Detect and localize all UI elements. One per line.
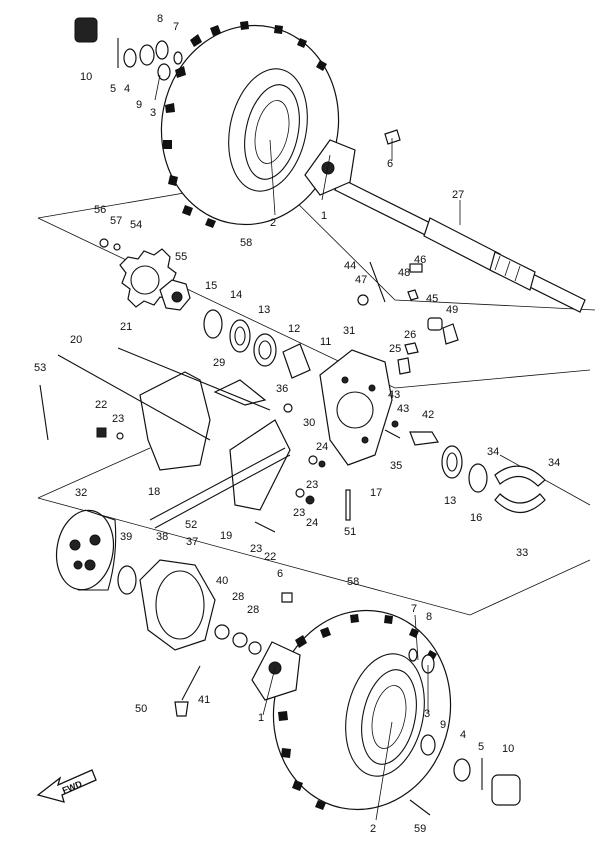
callout-45: 45 bbox=[426, 293, 438, 305]
callout-3: 3 bbox=[150, 107, 156, 119]
callout-2: 2 bbox=[370, 823, 376, 835]
callout-10: 10 bbox=[502, 743, 514, 755]
callout-47: 47 bbox=[355, 274, 367, 286]
bearing-set bbox=[203, 309, 488, 493]
callout-22: 22 bbox=[264, 551, 276, 563]
callout-40: 40 bbox=[216, 575, 228, 587]
callout-34: 34 bbox=[548, 457, 560, 469]
callout-8: 8 bbox=[426, 611, 432, 623]
callout-24: 24 bbox=[316, 441, 328, 453]
callout-17: 17 bbox=[370, 487, 382, 499]
callout-22: 22 bbox=[95, 399, 107, 411]
callout-28: 28 bbox=[247, 604, 259, 616]
callout-43: 43 bbox=[397, 403, 409, 415]
callout-14: 14 bbox=[230, 289, 242, 301]
brake-drum bbox=[55, 509, 117, 591]
callout-28: 28 bbox=[232, 591, 244, 603]
callout-39: 39 bbox=[120, 531, 132, 543]
callout-41: 41 bbox=[198, 694, 210, 706]
callout-6: 6 bbox=[277, 568, 283, 580]
leader-lines bbox=[154, 74, 461, 821]
callout-4: 4 bbox=[124, 83, 130, 95]
callout-1: 1 bbox=[258, 712, 264, 724]
callout-7: 7 bbox=[411, 603, 417, 615]
callout-2: 2 bbox=[270, 217, 276, 229]
callouts: 1 1 2 2 3 3 4 4 5 5 6 6 7 7 8 8 9 9 10 1… bbox=[34, 13, 560, 835]
callout-24: 24 bbox=[306, 517, 318, 529]
callout-5: 5 bbox=[110, 83, 116, 95]
callout-33: 33 bbox=[516, 547, 528, 559]
callout-59: 59 bbox=[414, 823, 426, 835]
callout-34: 34 bbox=[487, 446, 499, 458]
callout-44: 44 bbox=[344, 260, 356, 272]
callout-8: 8 bbox=[157, 13, 163, 25]
callout-16: 16 bbox=[470, 512, 482, 524]
tire-lower bbox=[272, 609, 452, 811]
callout-1: 1 bbox=[321, 210, 327, 222]
callout-55: 55 bbox=[175, 251, 187, 263]
callout-53: 53 bbox=[34, 362, 46, 374]
callout-23: 23 bbox=[306, 479, 318, 491]
callout-10: 10 bbox=[80, 71, 92, 83]
callout-56: 56 bbox=[94, 204, 106, 216]
callout-11: 11 bbox=[320, 336, 331, 348]
carrier-bracket bbox=[139, 371, 291, 529]
callout-15: 15 bbox=[205, 280, 217, 292]
callout-42: 42 bbox=[422, 409, 434, 421]
callout-9: 9 bbox=[440, 719, 446, 731]
callout-31: 31 bbox=[343, 325, 355, 337]
callout-20: 20 bbox=[70, 334, 82, 346]
callout-58: 58 bbox=[347, 576, 359, 588]
drum-cover bbox=[117, 559, 216, 651]
callout-52: 52 bbox=[185, 519, 197, 531]
callout-38: 38 bbox=[156, 531, 168, 543]
callout-23: 23 bbox=[293, 507, 305, 519]
callout-18: 18 bbox=[148, 486, 160, 498]
callout-13: 13 bbox=[258, 304, 270, 316]
callout-51: 51 bbox=[344, 526, 356, 538]
callout-43: 43 bbox=[388, 389, 400, 401]
fwd-arrow-icon: FWD bbox=[36, 769, 97, 803]
callout-54: 54 bbox=[130, 219, 142, 231]
sprocket-hub bbox=[159, 279, 191, 311]
callout-12: 12 bbox=[288, 323, 300, 335]
callout-25: 25 bbox=[389, 343, 401, 355]
callout-49: 49 bbox=[446, 304, 458, 316]
brake-panel bbox=[319, 349, 393, 466]
callout-48: 48 bbox=[398, 267, 410, 279]
callout-23: 23 bbox=[112, 413, 124, 425]
callout-30: 30 bbox=[303, 417, 315, 429]
callout-58: 58 bbox=[240, 237, 252, 249]
callout-32: 32 bbox=[75, 487, 87, 499]
fasteners bbox=[39, 17, 521, 816]
callout-6: 6 bbox=[387, 158, 393, 170]
brake-shoes bbox=[494, 465, 546, 514]
callout-9: 9 bbox=[136, 99, 142, 111]
callout-13: 13 bbox=[444, 495, 456, 507]
callout-23: 23 bbox=[250, 543, 262, 555]
callout-29: 29 bbox=[213, 357, 225, 369]
callout-26: 26 bbox=[404, 329, 416, 341]
callout-50: 50 bbox=[135, 703, 147, 715]
callout-4: 4 bbox=[460, 729, 466, 741]
callout-19: 19 bbox=[220, 530, 232, 542]
callout-3: 3 bbox=[424, 708, 430, 720]
callout-21: 21 bbox=[120, 321, 132, 333]
tire-upper bbox=[160, 21, 340, 228]
callout-37: 37 bbox=[186, 536, 198, 548]
callout-57: 57 bbox=[110, 215, 122, 227]
callout-27: 27 bbox=[452, 189, 464, 201]
fwd-label: FWD bbox=[61, 778, 84, 795]
callout-5: 5 bbox=[478, 741, 484, 753]
callout-35: 35 bbox=[390, 460, 402, 472]
callout-7: 7 bbox=[173, 21, 179, 33]
hub-lower bbox=[251, 641, 301, 701]
callout-36: 36 bbox=[276, 383, 288, 395]
callout-46: 46 bbox=[414, 254, 426, 266]
